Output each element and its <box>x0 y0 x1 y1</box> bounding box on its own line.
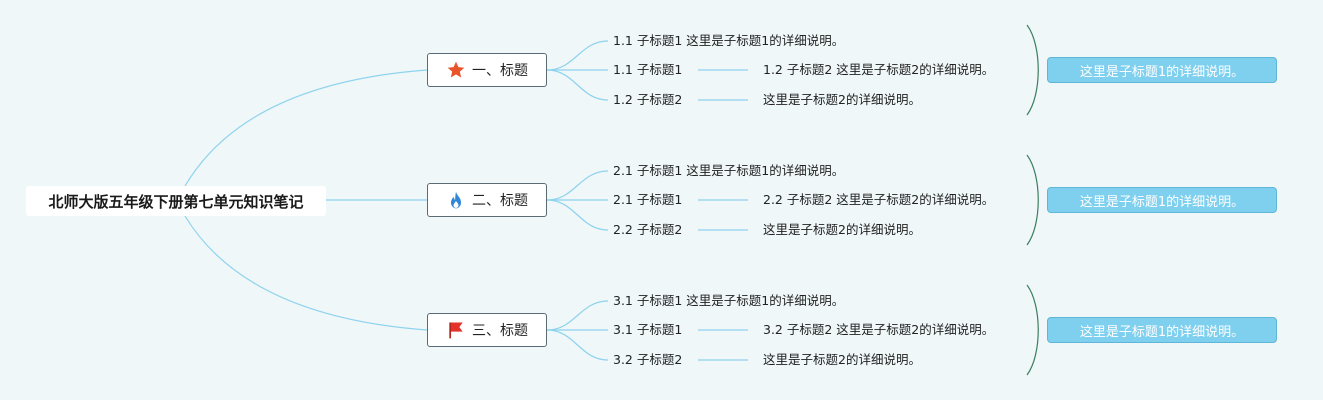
summary-box-1[interactable]: 这里是子标题1的详细说明。 <box>1047 57 1277 83</box>
subtopic-2-1[interactable]: 2.1 子标题1 这里是子标题1的详细说明。 <box>613 163 845 178</box>
subtopic-2-3-detail[interactable]: 这里是子标题2的详细说明。 <box>763 222 921 237</box>
subtopic-2-3[interactable]: 2.2 子标题2 <box>613 222 683 237</box>
subtopic-3-3[interactable]: 3.2 子标题2 <box>613 352 683 367</box>
summary-box-2-label: 这里是子标题1的详细说明。 <box>1079 194 1245 210</box>
branch-topic-1-label: 一、标题 <box>472 63 528 79</box>
branch3-link-c <box>546 329 609 361</box>
subtopic-1-3-detail[interactable]: 这里是子标题2的详细说明。 <box>763 92 921 107</box>
flame-icon <box>451 191 461 209</box>
subtopic-3-1[interactable]: 3.1 子标题1 这里是子标题1的详细说明。 <box>613 293 845 308</box>
branch-topic-3-label: 三、标题 <box>472 323 528 339</box>
branch-topic-3[interactable]: 三、标题 <box>427 313 547 347</box>
subtopic-3-2[interactable]: 3.1 子标题1 <box>613 322 683 337</box>
root-topic-label: 北师大版五年级下册第七单元知识笔记 <box>48 192 304 211</box>
root-link-3 <box>184 215 428 331</box>
branch2-link-c <box>546 199 609 231</box>
subtopic-1-2[interactable]: 1.1 子标题1 <box>613 62 683 77</box>
summary-box-3-label: 这里是子标题1的详细说明。 <box>1079 324 1245 340</box>
branch3-link-a <box>546 300 609 331</box>
branch1-summary-bracket <box>1026 24 1039 116</box>
root-topic[interactable]: 北师大版五年级下册第七单元知识笔记 <box>26 186 326 216</box>
root-link-1 <box>184 69 428 187</box>
branch-topic-2[interactable]: 二、标题 <box>427 183 547 217</box>
summary-box-2[interactable]: 这里是子标题1的详细说明。 <box>1047 187 1277 213</box>
star-icon <box>447 61 465 78</box>
branch3-summary-bracket <box>1026 284 1039 376</box>
branch1-link-c <box>546 69 609 101</box>
subtopic-2-2[interactable]: 2.1 子标题1 <box>613 192 683 207</box>
subtopic-1-3[interactable]: 1.2 子标题2 <box>613 92 683 107</box>
branch-topic-1[interactable]: 一、标题 <box>427 53 547 87</box>
subtopic-1-1[interactable]: 1.1 子标题1 这里是子标题1的详细说明。 <box>613 33 845 48</box>
summary-box-3[interactable]: 这里是子标题1的详细说明。 <box>1047 317 1277 343</box>
flag-icon <box>449 322 463 339</box>
subtopic-3-2-detail[interactable]: 3.2 子标题2 这里是子标题2的详细说明。 <box>763 322 995 337</box>
subtopic-2-2-detail[interactable]: 2.2 子标题2 这里是子标题2的详细说明。 <box>763 192 995 207</box>
branch2-link-a <box>546 170 609 201</box>
subtopic-1-2-detail[interactable]: 1.2 子标题2 这里是子标题2的详细说明。 <box>763 62 995 77</box>
branch2-summary-bracket <box>1026 154 1039 246</box>
branch-topic-2-label: 二、标题 <box>472 193 528 209</box>
branch1-link-a <box>546 40 609 71</box>
subtopic-3-3-detail[interactable]: 这里是子标题2的详细说明。 <box>763 352 921 367</box>
summary-box-1-label: 这里是子标题1的详细说明。 <box>1079 64 1245 80</box>
